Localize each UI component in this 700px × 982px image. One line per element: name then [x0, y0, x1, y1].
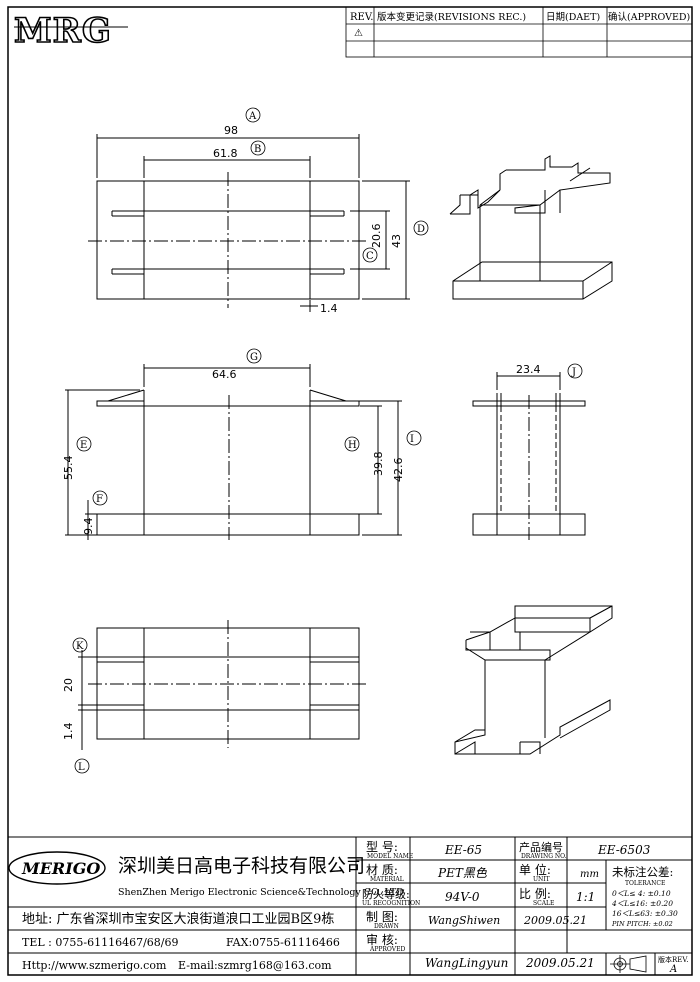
dim-43: 43	[390, 234, 403, 248]
unit-value: mm	[580, 869, 599, 880]
svg-text:F: F	[96, 494, 103, 505]
svg-text:H: H	[348, 440, 357, 451]
dim-98: 98	[224, 124, 238, 137]
balloon-j: J	[567, 363, 583, 379]
dim-9-4: 9.4	[82, 518, 95, 536]
approved-label: 审 核:	[366, 932, 398, 947]
company-web: Http://www.szmerigo.com	[22, 959, 167, 972]
tolerance-label: 未标注公差:	[612, 865, 673, 879]
svg-text:K: K	[76, 641, 84, 652]
revision-approved-header: 确认(APPROVED)	[608, 11, 690, 23]
mrg-logo: MRG	[13, 10, 128, 52]
revision-value: A	[669, 964, 677, 975]
title-block-grid	[8, 836, 692, 975]
projection-symbol-icon	[610, 955, 647, 973]
merigo-brand-text: MERIGO	[21, 859, 100, 878]
dim-20-6: 20.6	[370, 224, 383, 249]
top-view	[88, 134, 410, 312]
sheet-border	[7, 6, 693, 976]
svg-text:E: E	[80, 440, 87, 451]
flame-sublabel: UL RECOGNITION	[362, 900, 420, 907]
scale-value: 1:1	[576, 890, 595, 904]
material-value: PET黑色	[437, 866, 488, 880]
merigo-logo: MERIGO	[8, 851, 106, 885]
flame-label: 防火等级:	[362, 887, 410, 901]
scale-sublabel: SCALE	[533, 900, 554, 907]
mrg-logo-text: MRG	[14, 11, 112, 51]
scale-label: 比 例:	[519, 887, 551, 901]
drawn-by-value: WangShiwen	[428, 914, 500, 927]
svg-text:D: D	[417, 224, 425, 235]
bottom-view	[78, 620, 368, 750]
material-label: 材 质:	[366, 863, 398, 877]
approved-date-value: 2009.05.21	[525, 956, 595, 970]
front-view	[65, 364, 402, 540]
dim-20: 20	[62, 678, 75, 692]
dim-55-4: 55.4	[62, 456, 75, 481]
revisions-table	[345, 6, 693, 58]
tolerance-row-2: 4＜L≤16: ±0.20	[611, 899, 673, 908]
balloon-h: H	[344, 436, 360, 452]
tolerance-row-4: PIN PITCH: ±0.02	[611, 920, 673, 928]
revision-date-header: 日期(DAET)	[546, 12, 600, 23]
company-tel: TEL : 0755-61116467/68/69	[22, 936, 178, 949]
company-address: 地址: 广东省深圳市宝安区大浪街道浪口工业园B区9栋	[22, 911, 334, 927]
side-view	[472, 372, 586, 540]
balloon-i: I	[406, 430, 422, 446]
dim-64-6: 64.6	[212, 368, 237, 381]
dim-23-4: 23.4	[516, 363, 541, 376]
balloon-f: F	[92, 490, 108, 506]
dim-42-6: 42.6	[392, 458, 405, 483]
rev-col-header: REV.	[350, 12, 373, 23]
model-sublabel: MODEL NAME	[367, 853, 413, 860]
flame-value: 94V-0	[445, 890, 480, 904]
balloon-c: C	[362, 247, 378, 263]
approved-by-value: WangLingyun	[425, 956, 508, 970]
svg-text:J: J	[571, 367, 576, 378]
dim-39-8: 39.8	[372, 452, 385, 477]
svg-text:A: A	[248, 111, 257, 122]
model-label: 型 号:	[366, 840, 398, 854]
company-fax: FAX:0755-61116466	[226, 936, 340, 949]
revision-desc-header: 版本变更记录(REVISIONS REC.)	[377, 11, 526, 23]
tolerance-sublabel: TOLERANCE	[625, 880, 665, 887]
svg-text:L: L	[78, 762, 85, 773]
balloon-g: G	[246, 348, 262, 364]
drawing-no-value: EE-6503	[597, 843, 651, 857]
drawn-date-value: 2009.05.21	[523, 914, 587, 927]
drawing-no-label: 产品编号	[519, 840, 563, 854]
balloon-b: B	[250, 140, 266, 156]
tolerance-row-1: 0＜L≤ 4: ±0.10	[612, 889, 671, 898]
dim-61-8: 61.8	[213, 147, 238, 160]
company-name-en: ShenZhen Merigo Electronic Science&Techn…	[118, 887, 404, 898]
drawn-label: 制 图:	[366, 910, 398, 924]
unit-sublabel: UNIT	[533, 876, 550, 883]
company-email: E-mail:szmrg168@163.com	[178, 959, 332, 972]
model-value: EE-65	[444, 843, 482, 857]
balloon-a: A	[245, 107, 261, 123]
material-sublabel: MATERIAL	[370, 876, 404, 883]
svg-text:G: G	[250, 352, 258, 363]
iso-view-top	[449, 155, 613, 300]
company-name-cn: 深圳美日高电子科技有限公司	[118, 855, 365, 877]
balloon-k: K	[72, 637, 88, 653]
balloon-e: E	[76, 436, 92, 452]
approved-sublabel: APPROVED	[369, 946, 405, 953]
revision-label: 版本REV.	[658, 955, 688, 964]
balloon-d: D	[413, 220, 429, 236]
svg-text:C: C	[366, 251, 374, 262]
tolerance-row-3: 16＜L≤63: ±0.30	[612, 909, 678, 918]
drawn-sublabel: DRAWN	[374, 923, 399, 930]
dim-1-4-top: 1.4	[320, 302, 338, 315]
svg-text:B: B	[254, 144, 261, 155]
dim-1-4-bottom: 1.4	[62, 723, 75, 741]
iso-view-bottom	[454, 605, 613, 755]
revision-marker-icon: ⚠	[354, 28, 363, 39]
drawing-no-sublabel: DRAWING NO.	[521, 853, 567, 860]
unit-label: 单 位:	[519, 862, 551, 877]
svg-text:I: I	[410, 434, 414, 445]
balloon-l: L	[74, 758, 90, 774]
